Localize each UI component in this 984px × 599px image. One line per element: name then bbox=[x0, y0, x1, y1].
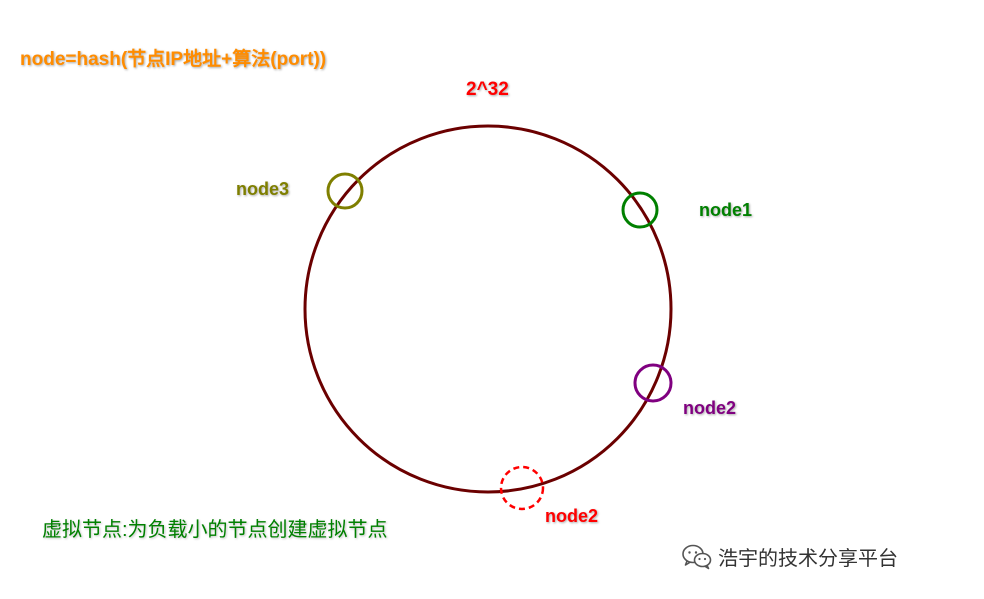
node2-marker bbox=[633, 363, 673, 403]
node1-marker bbox=[621, 191, 659, 229]
virtual-node-note: 虚拟节点:为负载小的节点创建虚拟节点 bbox=[42, 519, 388, 541]
node1-label: node1 bbox=[699, 200, 753, 220]
node2-label: node2 bbox=[683, 398, 737, 418]
watermark-text: 浩宇的技术分享平台 bbox=[718, 546, 898, 570]
node2-virtual-label: node2 bbox=[545, 506, 599, 526]
ring-max-label: 2^32 bbox=[466, 79, 509, 100]
hash-ring bbox=[303, 124, 673, 494]
node3-marker bbox=[326, 172, 364, 210]
node3-label: node3 bbox=[236, 179, 290, 199]
hash-formula: node=hash(节点IP地址+算法(port)) bbox=[20, 49, 327, 70]
node2-virtual-marker bbox=[499, 465, 545, 511]
watermark: 浩宇的技术分享平台 bbox=[682, 542, 898, 571]
wechat-icon bbox=[682, 544, 712, 569]
